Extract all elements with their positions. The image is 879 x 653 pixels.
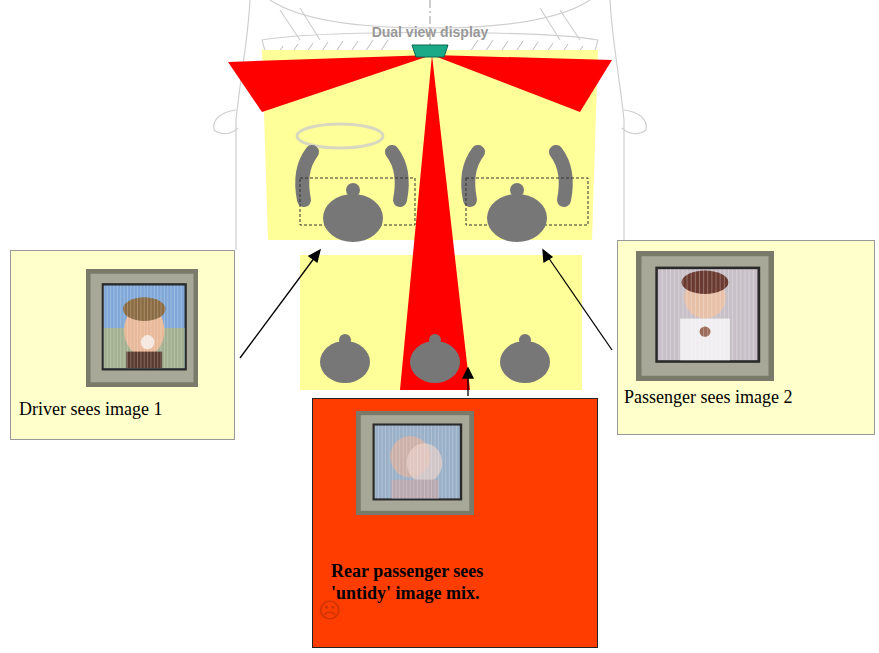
- caption-box: Rear passenger sees 'untidy' image mix.: [312, 398, 598, 648]
- frown-symbol: ☹: [318, 598, 341, 623]
- display-photo: [636, 251, 774, 381]
- display-label: Dual view display: [372, 24, 489, 40]
- leader-arrow: [240, 250, 612, 396]
- caption-text: Driver sees image 1: [19, 399, 229, 421]
- display-photo: [356, 411, 474, 515]
- mix-wedge: [400, 55, 470, 390]
- display-photo: [86, 269, 198, 387]
- mix-wedge: [228, 55, 432, 112]
- arms: [302, 152, 566, 200]
- caption-text: Passenger sees image 2: [624, 387, 874, 409]
- display-symbol: [412, 45, 448, 57]
- mix-wedge: [432, 55, 612, 112]
- caption-box: Driver sees image 1: [10, 250, 235, 440]
- caption-box: Passenger sees image 2: [617, 240, 875, 435]
- steering-wheel: [297, 124, 383, 148]
- caption-text: Rear passenger sees 'untidy' image mix.: [331, 561, 531, 604]
- heads: [320, 183, 550, 383]
